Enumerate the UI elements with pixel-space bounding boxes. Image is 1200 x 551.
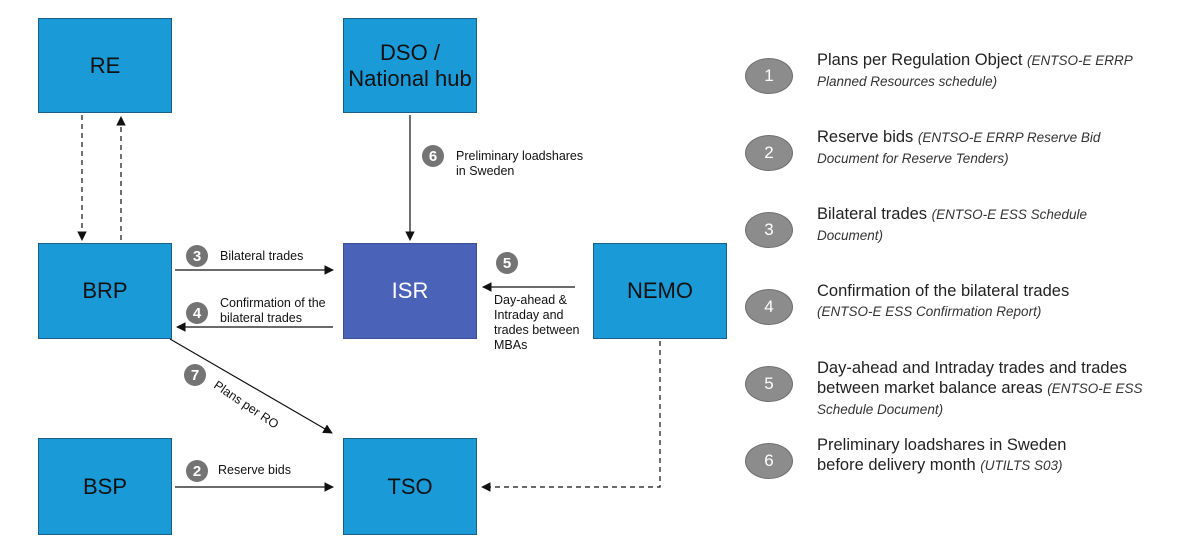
flow-7-badge: 7 xyxy=(184,364,206,386)
node-tso-label: TSO xyxy=(387,473,433,499)
legend-ref: Document for Reserve Tenders) xyxy=(817,151,1009,166)
arrow-nemo-to-tso xyxy=(481,341,661,492)
legend-item: 1 Plans per Regulation Object (ENTSO-E E… xyxy=(745,51,1185,108)
flow-5-label-line2: Intraday and xyxy=(494,308,564,322)
legend-ref: (ENTSO-E ESS Schedule xyxy=(931,207,1087,222)
legend-ref: Schedule Document) xyxy=(817,402,944,417)
legend-title-cont: between market balance areas xyxy=(817,379,1043,397)
node-brp-label: BRP xyxy=(82,278,128,304)
legend-number: 5 xyxy=(745,366,793,402)
flow-5-label-line4: MBAs xyxy=(494,338,528,352)
flow-4-label-line1: Confirmation of the xyxy=(220,296,326,310)
node-dso-label-line2: National hub xyxy=(348,65,472,91)
flow-6-label-line2: in Sweden xyxy=(456,164,515,178)
legend-item: 3 Bilateral trades (ENTSO-E ESS Schedule… xyxy=(745,205,1185,262)
legend-ref: Document) xyxy=(817,228,884,243)
legend-title: Confirmation of the bilateral trades xyxy=(817,282,1070,300)
legend-item: 4 Confirmation of the bilateral trades (… xyxy=(745,282,1185,339)
legend-text: Confirmation of the bilateral trades (EN… xyxy=(817,281,1187,322)
node-bsp: BSP xyxy=(38,438,172,535)
legend-ref: (UTILTS S03) xyxy=(980,458,1063,473)
node-brp: BRP xyxy=(38,243,172,339)
legend-title: Day-ahead and Intraday trades and trades xyxy=(817,359,1128,377)
legend-text: Plans per Regulation Object (ENTSO-E ERR… xyxy=(817,50,1187,92)
legend-item: 6 Preliminary loadshares in Sweden befor… xyxy=(745,436,1185,493)
legend-number: 6 xyxy=(745,443,793,479)
node-dso: DSO / National hub xyxy=(343,18,477,113)
flow-4-badge: 4 xyxy=(186,302,208,324)
flow-2-badge: 2 xyxy=(186,460,208,482)
node-bsp-label: BSP xyxy=(82,473,128,499)
legend-text: Day-ahead and Intraday trades and trades… xyxy=(817,358,1187,420)
node-isr-label: ISR xyxy=(391,278,429,304)
legend-ref: (ENTSO-E ERRP xyxy=(1027,53,1133,68)
node-isr: ISR xyxy=(343,243,477,339)
flow-4-label-line2: bilateral trades xyxy=(220,311,302,325)
legend-ref: (ENTSO-E ERRP Reserve Bid xyxy=(917,130,1101,145)
node-nemo: NEMO xyxy=(593,243,727,339)
legend-title: Plans per Regulation Object xyxy=(817,51,1023,69)
legend-text: Preliminary loadshares in Sweden before … xyxy=(817,435,1187,476)
node-re: RE xyxy=(38,18,172,113)
node-dso-label-line1: DSO / xyxy=(380,40,440,66)
flow-5-badge: 5 xyxy=(496,252,518,274)
node-re-label: RE xyxy=(89,52,121,78)
legend-number: 3 xyxy=(745,212,793,248)
legend-number: 4 xyxy=(745,289,793,325)
legend-ref: (ENTSO-E ESS Confirmation Report) xyxy=(817,304,1042,319)
legend-title: Reserve bids xyxy=(817,128,914,146)
flow-3-badge: 3 xyxy=(186,245,208,267)
legend-ref: (ENTSO-E ESS xyxy=(1047,381,1143,396)
flow-5-label-line1: Day-ahead & xyxy=(494,293,567,307)
legend-title: Bilateral trades xyxy=(817,205,928,223)
legend-item: 5 Day-ahead and Intraday trades and trad… xyxy=(745,359,1185,417)
node-tso: TSO xyxy=(343,438,477,535)
arrow-brp-to-tso xyxy=(169,338,333,434)
node-nemo-label: NEMO xyxy=(627,278,693,304)
flow-5-label-line3: trades between xyxy=(494,323,580,337)
legend-ref: Planned Resources schedule) xyxy=(817,74,998,89)
legend-title: Preliminary loadshares in Sweden xyxy=(817,436,1067,454)
legend-title-cont: before delivery month xyxy=(817,456,976,474)
flow-3-label: Bilateral trades xyxy=(220,249,304,263)
legend-text: Reserve bids (ENTSO-E ERRP Reserve Bid D… xyxy=(817,127,1187,169)
legend-number: 2 xyxy=(745,135,793,171)
legend-number: 1 xyxy=(745,58,793,94)
legend-item: 2 Reserve bids (ENTSO-E ERRP Reserve Bid… xyxy=(745,128,1185,185)
flow-6-badge: 6 xyxy=(422,145,444,167)
legend-text: Bilateral trades (ENTSO-E ESS Schedule D… xyxy=(817,204,1187,246)
flow-6-label-line1: Preliminary loadshares xyxy=(456,149,584,163)
flow-2-label: Reserve bids xyxy=(218,463,291,477)
